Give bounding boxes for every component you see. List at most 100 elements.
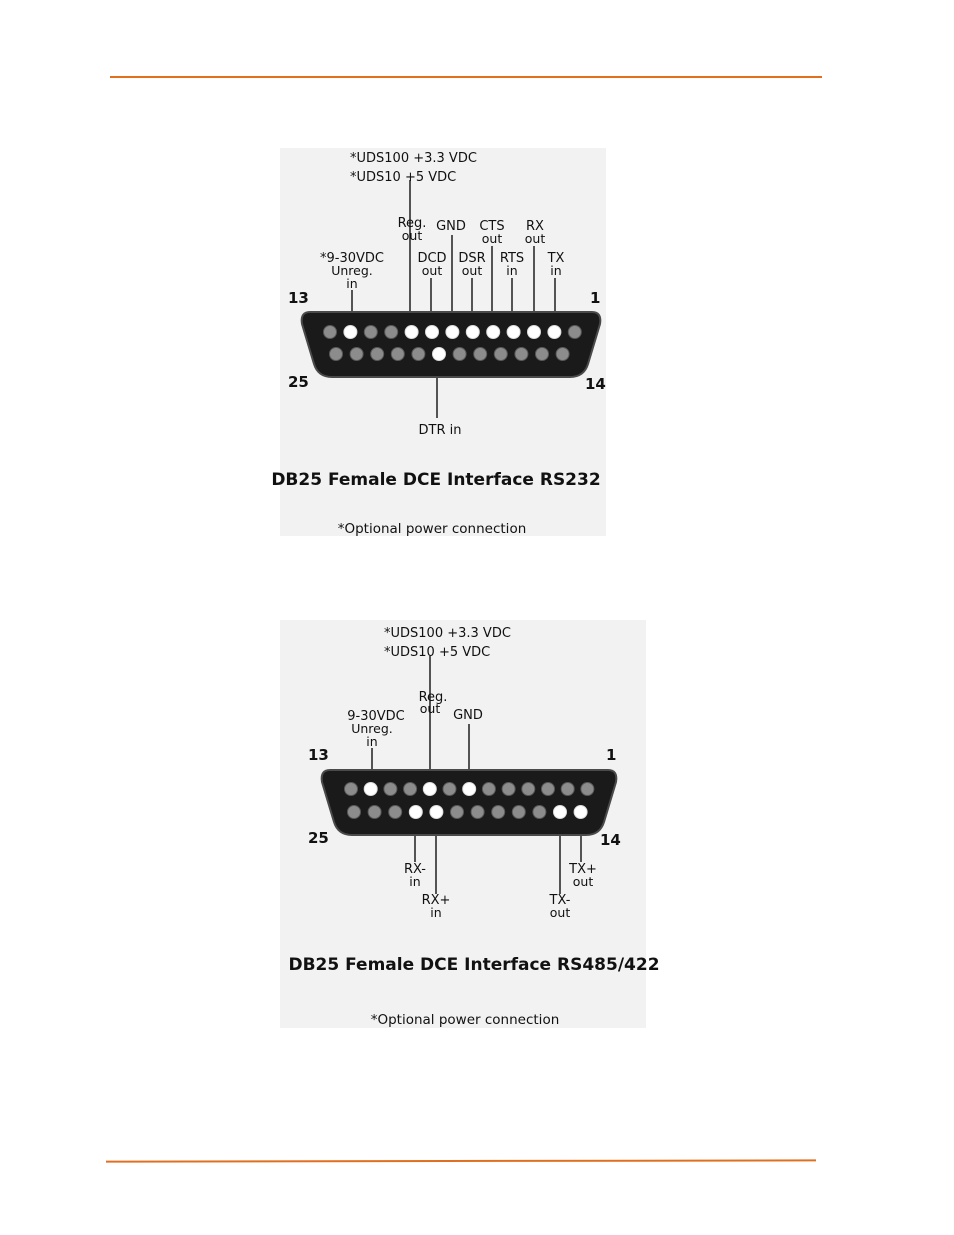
label-rx: RX	[526, 219, 544, 234]
rs232-bottom-pin	[535, 347, 549, 361]
rs232-top-pin	[323, 325, 337, 339]
label-rx-out: out	[525, 231, 546, 246]
rs232-bottom-pin	[514, 347, 529, 361]
rs485-bottom-pin	[347, 805, 361, 819]
header-rule	[110, 76, 822, 78]
rs232-top-pin	[506, 325, 521, 339]
label-vin-in: in	[346, 276, 357, 291]
label-vin-unreg: Unreg.	[351, 721, 393, 736]
pin-number-13: 13	[288, 289, 309, 307]
rs485-top-pin	[363, 782, 378, 796]
rs485-top-pin	[383, 782, 398, 796]
label-vin-unreg: Unreg.	[331, 263, 373, 278]
rs485-bottom-pin	[388, 805, 403, 819]
label-dtr-in: DTR in	[419, 423, 462, 438]
pin-number-1: 1	[590, 289, 600, 307]
rs232-bottom-pin	[390, 347, 405, 361]
label-rts-in: in	[506, 263, 517, 278]
rs232-top-pin	[486, 325, 501, 339]
rs485-bottom-pin	[553, 805, 567, 819]
label-cts-out: out	[482, 231, 503, 246]
rs232-bottom-pin	[349, 347, 364, 361]
rs485-optional-note: *Optional power connection	[371, 1012, 560, 1028]
rs485-top-pin	[442, 782, 457, 796]
label-tx: TX	[547, 251, 565, 266]
rs232-top-pin	[547, 325, 562, 339]
rs232-top-pin	[363, 325, 378, 339]
rs232-bottom-pin	[432, 347, 446, 361]
rs232-top-pin	[425, 325, 439, 339]
rs485-top-pin	[462, 782, 477, 796]
rs232-top-pin	[527, 325, 541, 339]
power-note-uds100: *UDS100 +3.3 VDC	[350, 151, 477, 166]
rs232-top-pin	[384, 325, 399, 339]
rs485-top-pin	[541, 782, 555, 796]
label-tx-plus-out: out	[573, 874, 594, 889]
power-note-uds10: *UDS10 +5 VDC	[384, 645, 490, 660]
rs485-bottom-pin	[450, 805, 464, 819]
label-rx-plus-in: in	[430, 905, 441, 920]
pin-number-25: 25	[288, 373, 309, 391]
rs232-bottom-pin	[493, 347, 508, 361]
rs232-bottom-pin	[473, 347, 488, 361]
rs485-pins	[344, 782, 595, 819]
power-note-uds100: *UDS100 +3.3 VDC	[384, 626, 511, 641]
rs232-pins	[323, 325, 582, 361]
label-dcd: DCD	[417, 251, 446, 266]
pin-number-13: 13	[308, 746, 329, 764]
rs485-top-pin	[481, 782, 496, 796]
rs232-caption: DB25 Female DCE Interface RS232	[271, 470, 600, 490]
rs485-bottom-pin	[532, 805, 547, 819]
rs232-top-pin	[404, 325, 419, 339]
rs232-top-pin	[465, 325, 480, 339]
label-dsr-out: out	[462, 263, 483, 278]
rs485-bottom-pin	[367, 805, 382, 819]
rs232-bottom-pin	[555, 347, 570, 361]
label-dcd-out: out	[422, 263, 443, 278]
rs485-top-pin	[501, 782, 516, 796]
pin-number-25: 25	[308, 829, 329, 847]
rs485-connector-shell	[320, 769, 618, 836]
label-tx-minus-out: out	[550, 905, 571, 920]
rs232-top-pin	[567, 325, 582, 339]
label-rx-plus: RX+	[422, 893, 451, 908]
rs485-bottom-pin	[470, 805, 485, 819]
label-vin-in: in	[366, 734, 377, 749]
label-tx-minus: TX-	[549, 893, 571, 908]
label-cts: CTS	[479, 219, 504, 234]
rs232-bottom-pin	[370, 347, 385, 361]
rs232-bottom-pin	[411, 347, 426, 361]
label-reg: Reg.	[419, 690, 448, 705]
rs485-top-pin	[403, 782, 418, 796]
rs485-caption: DB25 Female DCE Interface RS485/422	[288, 955, 659, 975]
label-gnd: GND	[453, 708, 483, 723]
label-vin: *9-30VDC	[320, 251, 384, 266]
label-rx-minus: RX-	[404, 862, 426, 877]
pin-number-1: 1	[606, 746, 616, 764]
rs485-bottom-pin	[511, 805, 526, 819]
rs485-bottom-pin	[429, 805, 444, 819]
pin-number-14: 14	[600, 831, 621, 849]
power-note-uds10: *UDS10 +5 VDC	[350, 170, 456, 185]
label-reg-out: out	[402, 228, 423, 243]
rs232-top-pin	[445, 325, 460, 339]
label-reg: Reg.	[398, 216, 427, 231]
label-gnd: GND	[436, 219, 466, 234]
rs485-top-pin	[344, 782, 358, 796]
rs232-bottom-pin	[329, 347, 343, 361]
label-tx-plus: TX+	[568, 862, 597, 877]
label-vin: 9-30VDC	[347, 709, 404, 724]
rs485-top-pin	[422, 782, 437, 796]
rs485-top-pin	[580, 782, 595, 796]
label-dsr: DSR	[458, 251, 485, 266]
label-tx-in: in	[550, 263, 561, 278]
rs485-bottom-pin	[408, 805, 423, 819]
label-rts: RTS	[500, 251, 524, 266]
rs485-bottom-pin	[491, 805, 506, 819]
rs232-top-pin	[343, 325, 358, 339]
rs485-top-pin	[560, 782, 575, 796]
rs485-top-pin	[521, 782, 536, 796]
rs485-bottom-pin	[573, 805, 588, 819]
